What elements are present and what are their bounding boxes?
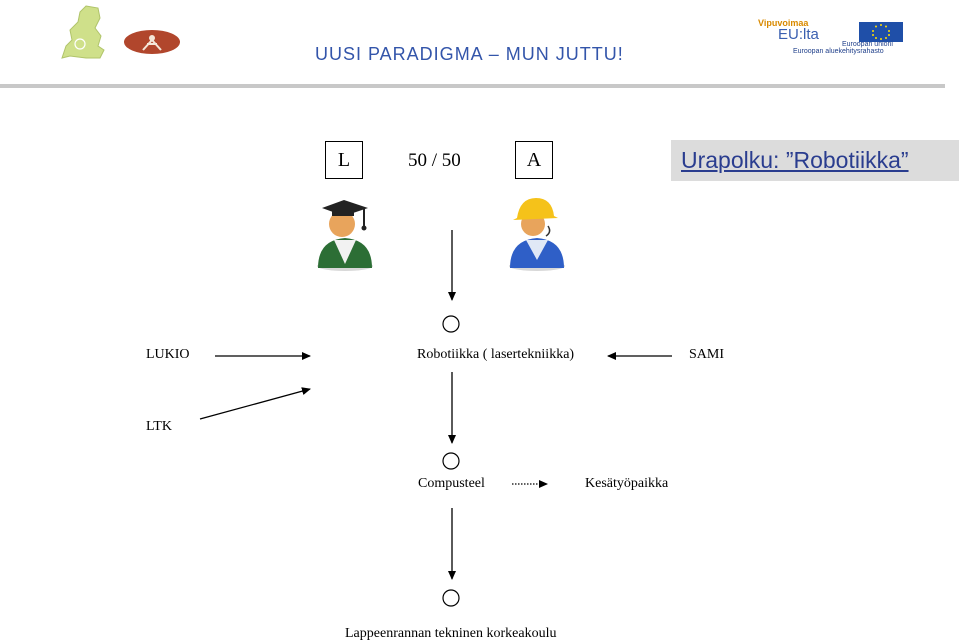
graduate-person-icon (317, 200, 373, 271)
eu-union-label: Euroopan unioni (842, 41, 893, 48)
lukio-box: L (325, 141, 363, 179)
page-title: UUSI PARADIGMA – MUN JUTTU! (315, 44, 624, 64)
label-robotiikka: Robotiikka ( lasertekniikka) (417, 347, 575, 362)
label-lukio: LUKIO (146, 347, 190, 362)
eu-fund-label: Euroopan aluekehitysrahasto (793, 48, 884, 55)
header-divider (0, 84, 945, 88)
node-lut (442, 589, 460, 607)
label-ltk: LTK (146, 419, 172, 434)
eu-logo-name: EU:lta (778, 26, 819, 43)
ratio-label: 50 / 50 (408, 150, 461, 171)
finland-map-logo (61, 5, 105, 59)
label-lut: Lappeenrannan tekninen korkeakoulu (345, 626, 557, 641)
arrow-ltk (199, 387, 311, 420)
oval-emblem-logo (124, 30, 180, 54)
label-kesatyopaikka: Kesätyöpaikka (585, 476, 669, 491)
worker-person-icon (509, 198, 565, 271)
career-path-title: Urapolku: ”Robotiikka” (671, 140, 959, 181)
amis-box: A (515, 141, 553, 179)
label-compusteel: Compusteel (418, 476, 485, 491)
node-compusteel (442, 452, 460, 470)
eu-flag-icon (859, 22, 903, 42)
node-robotiikka (442, 315, 460, 333)
eu-logo-tagline: Vipuvoimaa (758, 18, 809, 28)
label-sami: SAMI (689, 347, 725, 362)
